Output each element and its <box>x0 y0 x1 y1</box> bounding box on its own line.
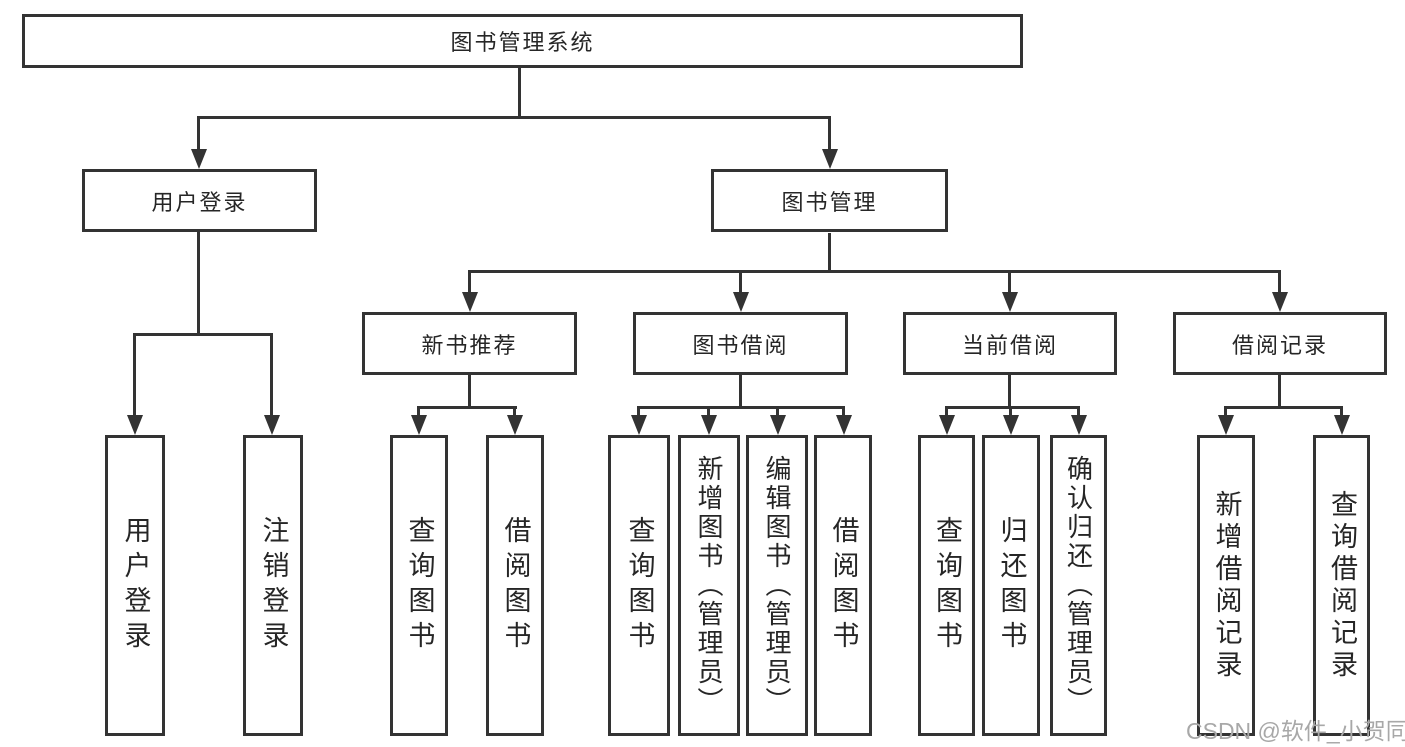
node-borrow-query-leaf-label: 查询图书 <box>624 515 655 656</box>
connector-book-borrow-stem <box>739 375 742 408</box>
connector-leaf-user-login-drop <box>133 333 136 417</box>
node-logout-leaf: 注销登录 <box>243 435 303 736</box>
node-user-login-leaf: 用户登录 <box>105 435 165 736</box>
node-root-label: 图书管理系统 <box>450 30 595 55</box>
node-current-query-leaf: 查询图书 <box>918 435 975 736</box>
node-book-borrow-label: 图书借阅 <box>692 332 789 358</box>
node-borrow-edit-leaf-label: 编辑图书（管理员） <box>762 455 792 716</box>
arrowhead-book-mgmt <box>822 149 838 169</box>
connector-current-borrow-stem <box>1008 375 1011 408</box>
arrowhead-book-borrow <box>733 292 749 312</box>
node-borrow-add-leaf-label: 新增图书（管理员） <box>694 455 724 716</box>
arrowhead-user-login <box>191 149 207 169</box>
node-new-books-label: 新书推荐 <box>421 332 518 358</box>
arrowhead-current-borrow <box>1002 292 1018 312</box>
connector-bb-borrow-drop <box>842 406 845 417</box>
arrowhead-new-books <box>462 292 478 312</box>
node-current-return-leaf-label: 归还图书 <box>996 515 1027 656</box>
connector-book-borrow-bar <box>637 406 845 409</box>
node-current-confirm-leaf: 确认归还（管理员） <box>1050 435 1107 736</box>
connector-current-borrow-bar <box>945 406 1080 409</box>
node-current-borrow-label: 当前借阅 <box>961 332 1058 358</box>
node-current-borrow: 当前借阅 <box>903 312 1117 375</box>
node-logout-leaf-label: 注销登录 <box>258 515 289 656</box>
arrowhead-cb-confirm <box>1071 415 1087 435</box>
connector-level1-bar <box>197 116 831 119</box>
arrowhead-nb-borrow <box>507 415 523 435</box>
connector-cb-return-drop <box>1009 406 1012 417</box>
connector-new-books-bar <box>417 406 517 409</box>
arrowhead-leaf-logout <box>264 415 280 435</box>
node-current-confirm-leaf-label: 确认归还（管理员） <box>1063 455 1094 716</box>
node-user-login: 用户登录 <box>82 169 317 232</box>
node-book-mgmt: 图书管理 <box>711 169 948 232</box>
node-newbooks-query-leaf-label: 查询图书 <box>404 515 435 656</box>
arrowhead-bb-borrow <box>836 415 852 435</box>
connector-borrow-records-drop <box>1278 270 1281 294</box>
node-records-add-leaf-label: 新增借阅记录 <box>1211 489 1242 682</box>
connector-cb-query-drop <box>945 406 948 417</box>
node-borrow-edit-leaf: 编辑图书（管理员） <box>746 435 808 736</box>
arrowhead-bb-add <box>701 415 717 435</box>
node-borrow-records-label: 借阅记录 <box>1231 332 1328 358</box>
connector-book-mgmt-stem <box>828 233 831 272</box>
node-records-query-leaf-label: 查询借阅记录 <box>1327 489 1357 682</box>
connector-bb-add-drop <box>707 406 710 417</box>
arrowhead-borrow-records <box>1272 292 1288 312</box>
node-root: 图书管理系统 <box>22 14 1023 68</box>
node-newbooks-borrow-leaf: 借阅图书 <box>486 435 544 736</box>
node-borrow-borrow-leaf-label: 借阅图书 <box>828 515 859 656</box>
node-newbooks-borrow-leaf-label: 借阅图书 <box>500 515 531 656</box>
node-user-login-label: 用户登录 <box>151 189 248 215</box>
arrowhead-cb-return <box>1003 415 1019 435</box>
node-borrow-query-leaf: 查询图书 <box>608 435 670 736</box>
csdn-watermark: CSDN @软件_小贺同学 <box>1186 718 1405 744</box>
arrowhead-bb-query <box>631 415 647 435</box>
connector-new-books-drop <box>468 270 471 294</box>
arrowhead-leaf-user-login <box>127 415 143 435</box>
node-newbooks-query-leaf: 查询图书 <box>390 435 448 736</box>
connector-borrow-records-stem <box>1278 375 1281 408</box>
arrowhead-nb-query <box>411 415 427 435</box>
connector-book-borrow-drop <box>739 270 742 294</box>
node-records-add-leaf: 新增借阅记录 <box>1197 435 1255 736</box>
node-book-borrow: 图书借阅 <box>633 312 848 375</box>
connector-user-login-bar <box>133 333 273 336</box>
connector-br-add-drop <box>1224 406 1227 417</box>
arrowhead-bb-edit <box>770 415 786 435</box>
connector-borrow-records-bar <box>1224 406 1343 409</box>
node-current-return-leaf: 归还图书 <box>982 435 1040 736</box>
connector-bb-query-drop <box>637 406 640 417</box>
arrowhead-br-query <box>1334 415 1350 435</box>
connector-nb-borrow-drop <box>513 406 516 417</box>
connector-book-mgmt-drop <box>828 116 831 151</box>
connector-user-login-stem <box>197 232 200 335</box>
node-new-books: 新书推荐 <box>362 312 577 375</box>
connector-br-query-drop <box>1340 406 1343 417</box>
node-book-mgmt-label: 图书管理 <box>781 189 878 215</box>
node-records-query-leaf: 查询借阅记录 <box>1313 435 1370 736</box>
arrowhead-br-add <box>1218 415 1234 435</box>
connector-current-borrow-drop <box>1008 270 1011 294</box>
connector-user-login-drop <box>197 116 200 151</box>
connector-level2-bar <box>468 270 1281 273</box>
connector-new-books-stem <box>468 375 471 408</box>
connector-cb-confirm-drop <box>1077 406 1080 417</box>
connector-nb-query-drop <box>417 406 420 417</box>
node-current-query-leaf-label: 查询图书 <box>932 515 962 656</box>
arrowhead-cb-query <box>939 415 955 435</box>
node-borrow-borrow-leaf: 借阅图书 <box>814 435 872 736</box>
connector-leaf-logout-drop <box>270 333 273 417</box>
connector-root-stem <box>518 68 521 118</box>
connector-bb-edit-drop <box>776 406 779 417</box>
node-borrow-add-leaf: 新增图书（管理员） <box>678 435 740 736</box>
node-user-login-leaf-label: 用户登录 <box>120 515 151 656</box>
node-borrow-records: 借阅记录 <box>1173 312 1387 375</box>
